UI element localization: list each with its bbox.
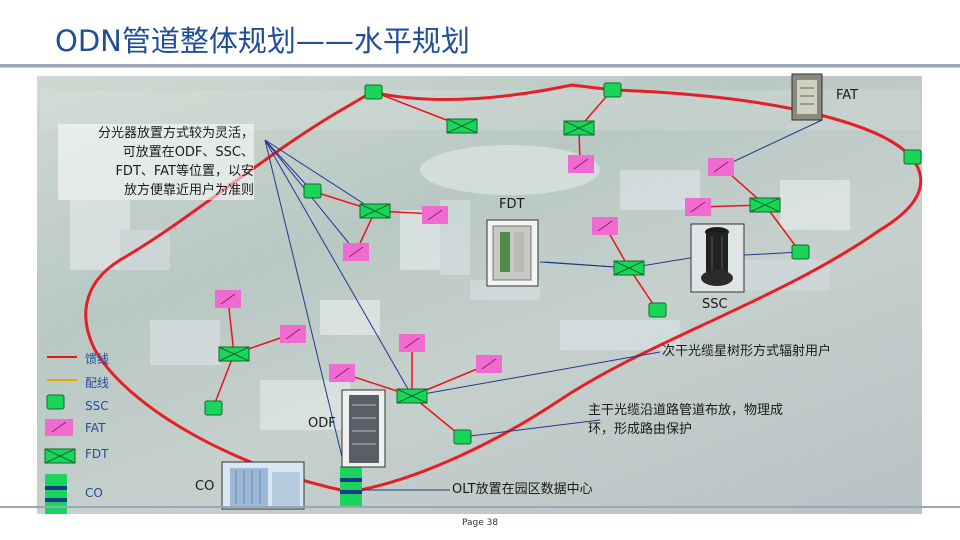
ssc-node	[453, 429, 472, 445]
splitter-note-line: 放方便靠近用户为准则	[123, 183, 254, 198]
co-building-photo	[221, 461, 305, 510]
legend-feeder-label: 馈线	[85, 352, 110, 366]
fdt-node	[563, 120, 595, 136]
fat-node	[685, 198, 711, 216]
fat-node	[399, 334, 425, 352]
ssc-nodes	[204, 82, 922, 445]
fdt-node	[446, 118, 478, 134]
fdt-node	[749, 197, 781, 213]
bottom-divider	[0, 506, 960, 508]
ssc-node	[303, 183, 322, 199]
ssc-node	[791, 244, 810, 260]
feeder-ring	[84, 83, 923, 494]
ssc-node	[648, 302, 667, 318]
fat-node	[568, 155, 594, 173]
title-divider	[0, 64, 960, 67]
fdt-node	[359, 203, 391, 219]
ssc-node	[603, 82, 622, 98]
fat-node	[422, 206, 448, 224]
fdt-nodes	[218, 118, 781, 404]
page-title: ODN管道整体规划——水平规划	[55, 24, 470, 58]
trunk-note-line: 环，形成路由保护	[588, 422, 693, 437]
legend-distribution-label: 配线	[85, 376, 110, 390]
annotation-lines	[264, 119, 823, 491]
legend-co-symbol	[45, 474, 67, 514]
fat-node	[592, 217, 618, 235]
splitter-note-line: 分光器放置方式较为灵活，	[97, 126, 254, 141]
olt-note: OLT放置在园区数据中心	[452, 482, 593, 497]
fat-node	[476, 355, 502, 373]
fat-node	[708, 158, 734, 176]
fdt-photo	[486, 219, 539, 287]
campus-buildings	[40, 90, 920, 430]
ssc-photo	[690, 223, 745, 293]
odf-photo	[341, 389, 386, 468]
fdt-label: FDT	[499, 197, 525, 212]
ssc-node	[204, 400, 223, 416]
co-label: CO	[195, 479, 215, 494]
splitter-note-line: FDT、FAT等位置，以安	[115, 164, 254, 179]
page-number: Page 38	[461, 518, 499, 528]
title-divider-thin	[0, 67, 960, 68]
odf-label: ODF	[308, 416, 336, 431]
legend-ssc-label: SSC	[85, 399, 109, 413]
legend-co-label: CO	[85, 486, 103, 500]
ssc-label: SSC	[702, 297, 728, 312]
fat-node	[343, 243, 369, 261]
fat-node	[280, 325, 306, 343]
splitter-note-line: 可放置在ODF、SSC、	[122, 145, 254, 160]
trunk-note-line: 主干光缆沿道路管道布放，物理成	[588, 403, 784, 418]
fat-photo	[791, 73, 823, 121]
fat-label: FAT	[836, 88, 859, 103]
legend-fat-label: FAT	[85, 421, 106, 435]
fdt-node	[218, 346, 250, 362]
trunk-cable-note: 主干光缆沿道路管道布放，物理成 环，形成路由保护	[588, 401, 783, 439]
legend-fdt-label: FDT	[85, 447, 109, 461]
ssc-node	[903, 149, 922, 165]
legend-panel	[44, 356, 77, 514]
fat-node	[329, 364, 355, 382]
legend-ssc-symbol	[46, 394, 65, 410]
fat-node	[215, 290, 241, 308]
co-stack-node	[340, 466, 362, 506]
fat-nodes	[215, 155, 734, 382]
splitter-note: 分光器放置方式较为灵活， 可放置在ODF、SSC、 FDT、FAT等位置，以安 …	[58, 124, 254, 200]
ssc-node	[364, 84, 383, 100]
fdt-node	[613, 260, 645, 276]
secondary-cable-note: 次干光缆星树形方式辐射用户	[662, 344, 832, 359]
fdt-node	[396, 388, 428, 404]
